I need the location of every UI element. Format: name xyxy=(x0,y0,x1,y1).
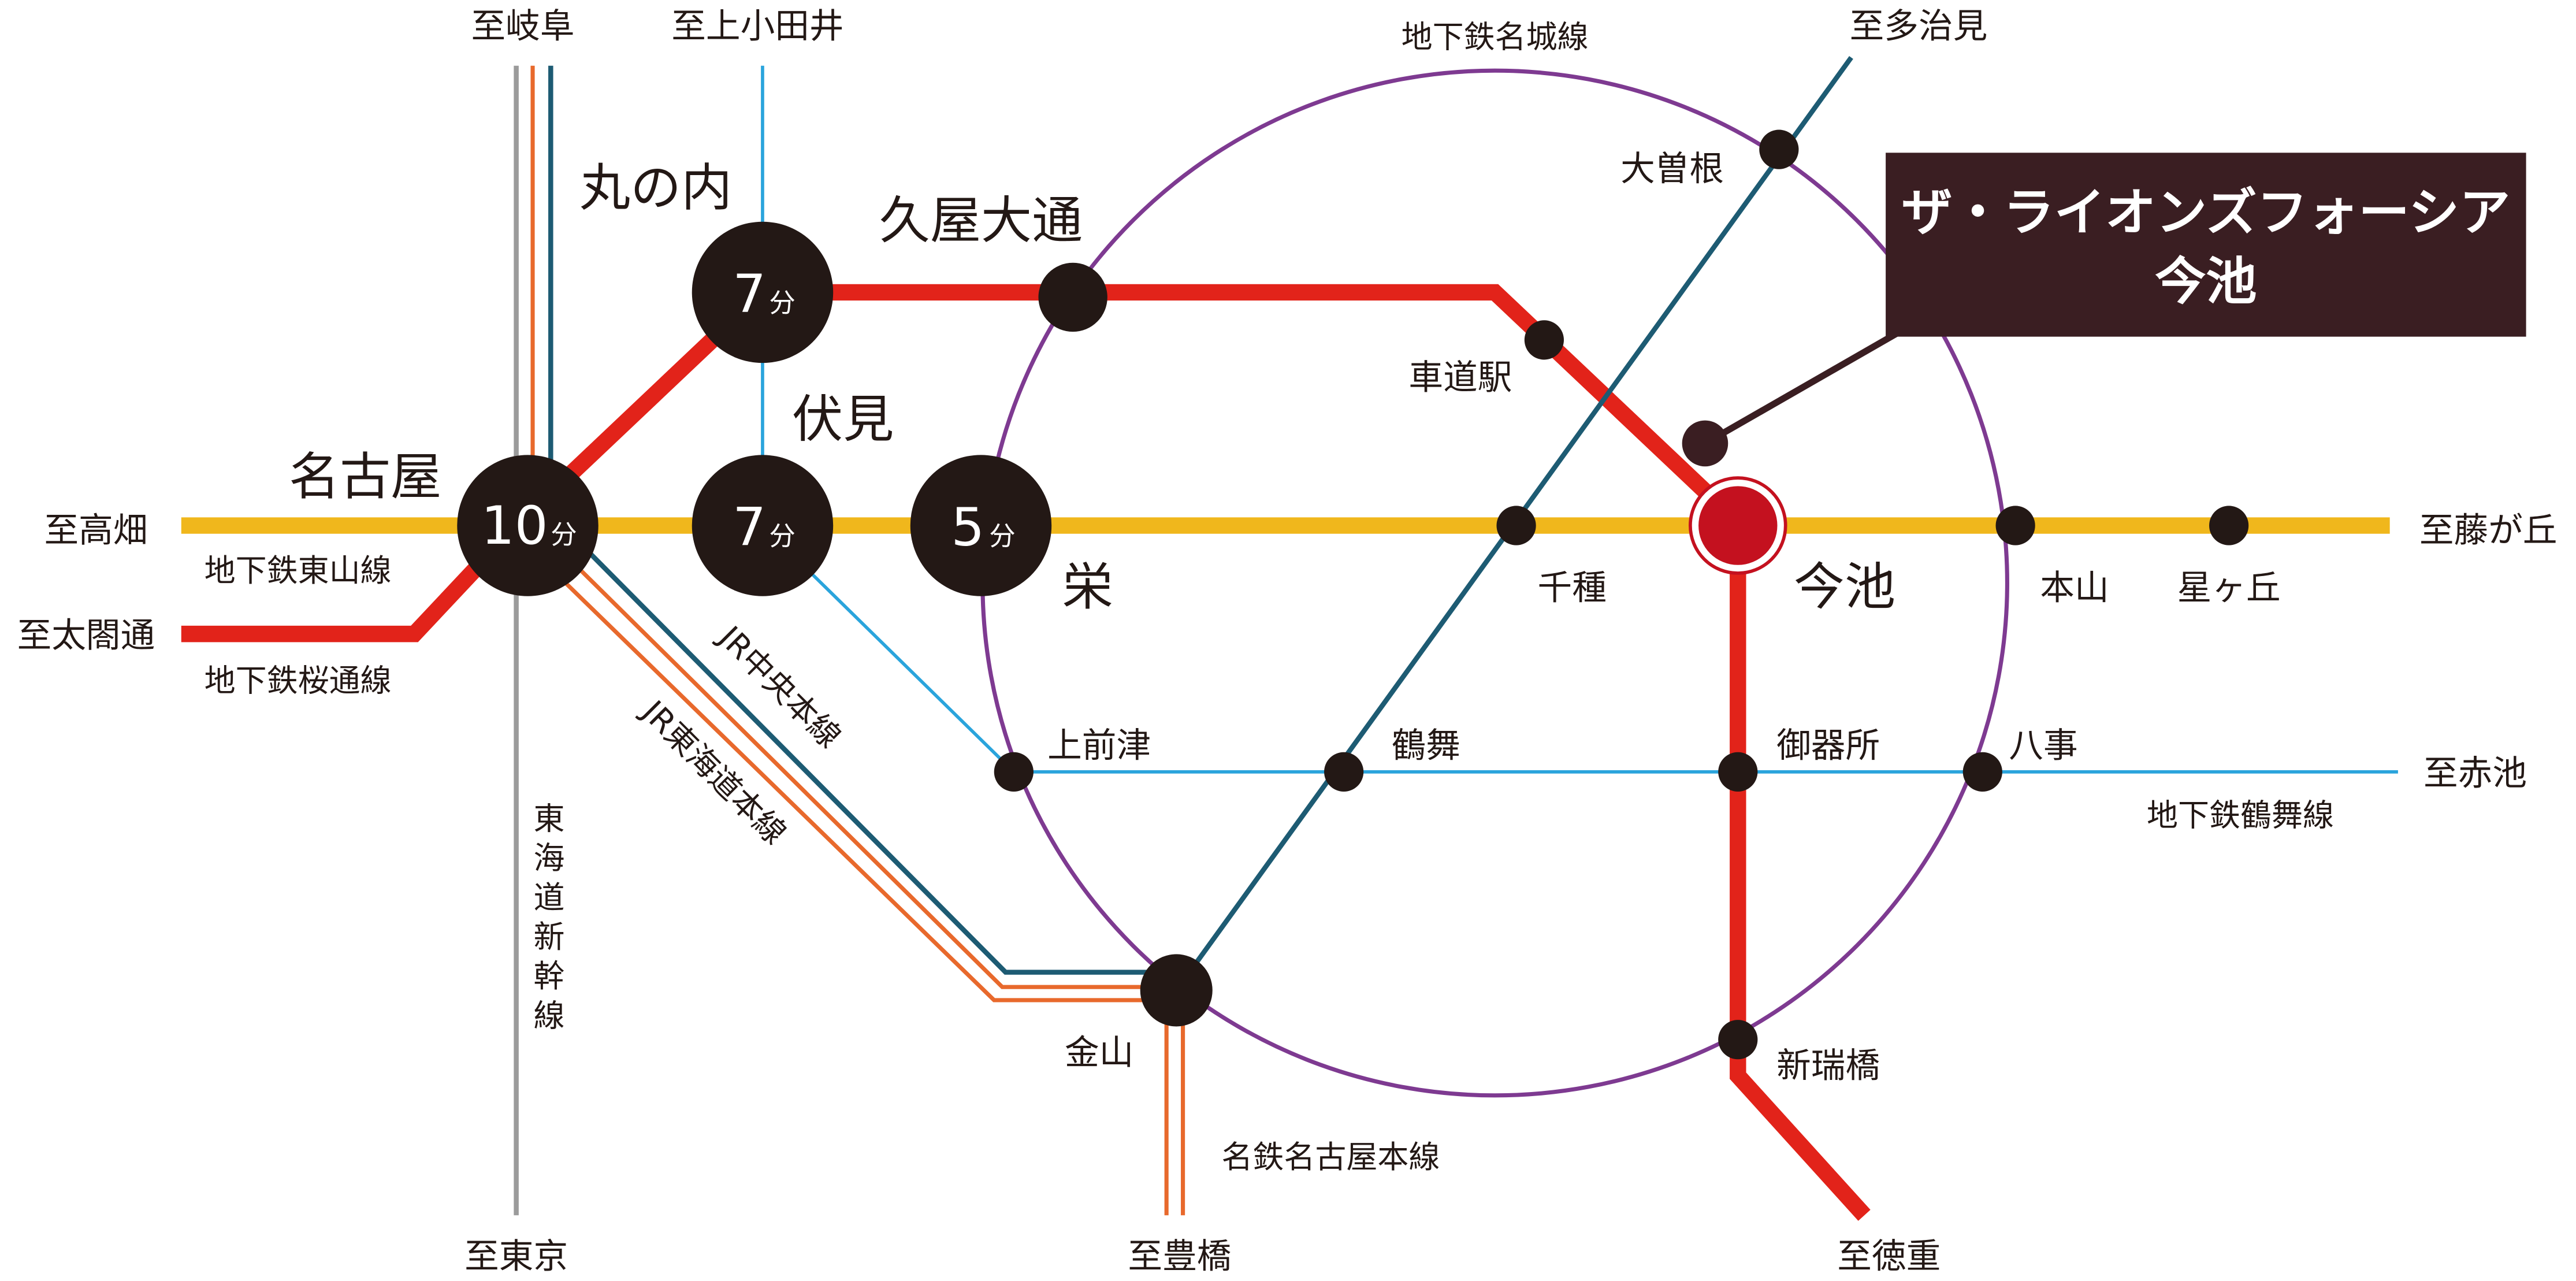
label-hoshigaoka: 星ヶ丘 xyxy=(2177,568,2281,608)
line-sakuradori: 地下鉄桜通線 xyxy=(205,663,392,699)
dir-fujigaoka: 至藤が丘 xyxy=(2419,511,2558,551)
line-shinkansen: 東海道新幹線 xyxy=(533,800,564,1034)
dir-tokyo: 至東京 xyxy=(464,1237,568,1276)
label-tsurumai: 鶴舞 xyxy=(1392,726,1460,766)
line-higashiyama: 地下鉄東山線 xyxy=(205,552,392,589)
label-nagoya: 名古屋 xyxy=(289,447,441,507)
stations xyxy=(994,129,2249,1060)
station-aratamabashi[interactable] xyxy=(1718,1020,1758,1060)
label-kanayama: 金山 xyxy=(1065,1033,1133,1073)
time-sakae-unit: 分 xyxy=(989,521,1015,552)
station-chikusa[interactable] xyxy=(1496,506,1536,545)
time-marunouchi-unit: 分 xyxy=(769,288,795,318)
station-kanayama[interactable] xyxy=(1140,954,1213,1027)
station-fushimi[interactable]: 7 分 xyxy=(692,455,834,596)
label-hisayaodori: 久屋大通 xyxy=(879,191,1083,250)
station-hoshigaoka[interactable] xyxy=(2209,506,2249,545)
time-marunouchi-value: 7 xyxy=(733,264,766,325)
station-gokiso[interactable] xyxy=(1718,752,1758,792)
label-gokiso: 御器所 xyxy=(1776,726,1880,766)
dir-takabata: 至高畑 xyxy=(44,511,147,551)
time-fushimi-unit: 分 xyxy=(769,521,795,552)
station-ozone[interactable] xyxy=(1759,129,1799,169)
dir-taikodori: 至太閤通 xyxy=(17,616,155,656)
callout-connector xyxy=(1703,325,1908,447)
meitetsu-line xyxy=(574,563,1185,1216)
label-imaike: 今池 xyxy=(1794,557,1895,617)
station-kamimaezu[interactable] xyxy=(994,752,1034,792)
label-kurumamichi: 車道駅 xyxy=(1408,358,1512,398)
label-motoyama: 本山 xyxy=(2040,568,2109,608)
line-tsurumai: 地下鉄鶴舞線 xyxy=(2147,797,2334,834)
station-tsurumai[interactable] xyxy=(1324,752,1364,792)
jr-chuo-line xyxy=(585,548,1177,975)
time-nagoya-unit: 分 xyxy=(551,519,577,550)
callout-line2: 今池 xyxy=(2155,251,2257,311)
station-hisayaodori[interactable] xyxy=(1038,262,1107,332)
label-aratamabashi: 新瑞橋 xyxy=(1776,1046,1880,1086)
station-sakae[interactable]: 5 分 xyxy=(910,455,1052,596)
station-marunouchi[interactable]: 7 分 xyxy=(692,221,834,363)
sakuradori-line xyxy=(181,284,1871,1221)
line-jr-chuo: JR中央本線 xyxy=(711,618,847,755)
line-meijo: 地下鉄名城線 xyxy=(1402,18,1589,55)
property-pin[interactable] xyxy=(1682,420,1729,467)
station-yagoto[interactable] xyxy=(1962,752,2002,792)
station-imaike[interactable] xyxy=(1689,476,1787,575)
line-meitetsu: 名鉄名古屋本線 xyxy=(1221,1139,1440,1175)
dir-akaike: 至赤池 xyxy=(2423,754,2527,794)
label-ozone: 大曽根 xyxy=(1620,150,1724,190)
label-yagoto: 八事 xyxy=(2009,726,2077,766)
jr-tokaido-line xyxy=(559,576,1169,1216)
label-marunouchi: 丸の内 xyxy=(579,158,732,217)
dir-toyohashi: 至豊橋 xyxy=(1128,1237,1231,1276)
station-kurumamichi[interactable] xyxy=(1524,320,1564,360)
time-sakae-value: 5 xyxy=(951,497,984,558)
dir-tokushige: 至徳重 xyxy=(1837,1237,1941,1276)
dir-gifu: 至岐阜 xyxy=(471,6,574,46)
label-sakae: 栄 xyxy=(1062,557,1113,617)
dir-tajimi: 至多治見 xyxy=(1850,6,1988,46)
callout-line1: ザ・ライオンズフォーシア xyxy=(1901,183,2510,242)
label-fushimi: 伏見 xyxy=(792,389,894,449)
station-nagoya[interactable]: 10 分 xyxy=(457,455,599,596)
label-chikusa: 千種 xyxy=(1538,568,1607,608)
dir-kamiotai: 至上小田井 xyxy=(671,6,843,46)
time-nagoya-value: 10 xyxy=(481,496,548,556)
label-kamimaezu: 上前津 xyxy=(1047,726,1151,766)
property-callout[interactable]: ザ・ライオンズフォーシア 今池 xyxy=(1886,153,2526,337)
line-jr-tokaido: JR東海道本線 xyxy=(634,692,793,851)
station-motoyama[interactable] xyxy=(1995,506,2035,545)
time-fushimi-value: 7 xyxy=(733,497,766,558)
